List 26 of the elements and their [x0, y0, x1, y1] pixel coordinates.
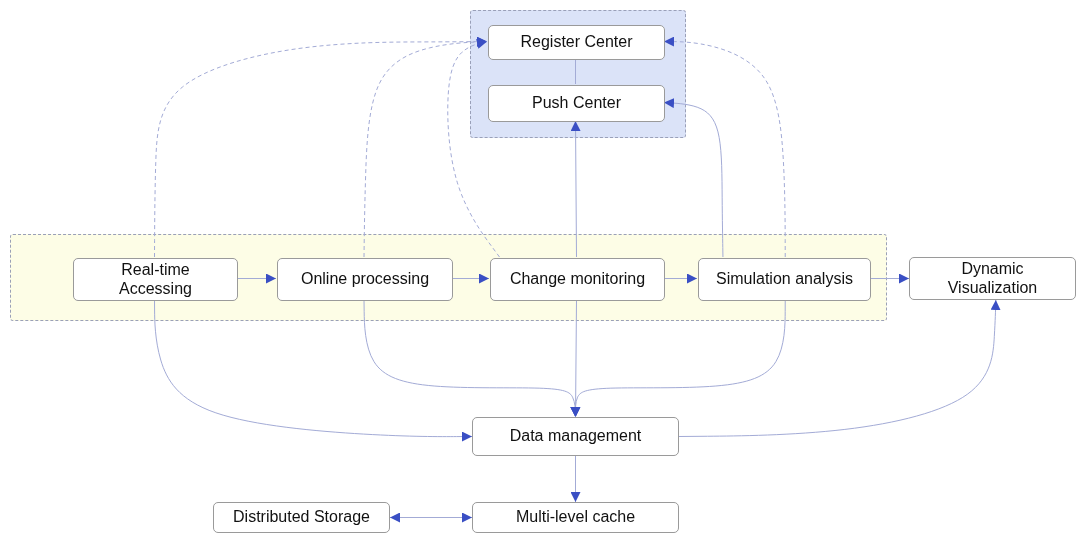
arrow [869, 273, 910, 284]
process-box: Online processing [277, 258, 453, 301]
arrow [451, 273, 490, 284]
arrow [154, 299, 473, 442]
process-box: Data management [472, 417, 679, 456]
process-box: Distributed Storage [213, 502, 390, 533]
arrow [389, 512, 473, 523]
arrow [678, 299, 1001, 437]
group-panel [10, 234, 887, 321]
process-box: Real-time Accessing [73, 258, 238, 301]
arrow [570, 120, 581, 258]
process-box: Register Center [488, 25, 665, 60]
arrow [570, 455, 581, 503]
arrow [570, 299, 786, 418]
arrow [236, 273, 277, 284]
arrow [663, 36, 786, 258]
process-box: Multi-level cache [472, 502, 679, 533]
arrow [447, 39, 500, 258]
process-box: Push Center [488, 85, 665, 122]
process-box: Simulation analysis [698, 258, 871, 301]
arrow [663, 273, 698, 284]
process-box: Change monitoring [490, 258, 665, 301]
arrow [663, 98, 724, 258]
group-panel [470, 10, 686, 138]
arrow [363, 36, 488, 258]
process-box: Dynamic Visualization [909, 257, 1076, 300]
